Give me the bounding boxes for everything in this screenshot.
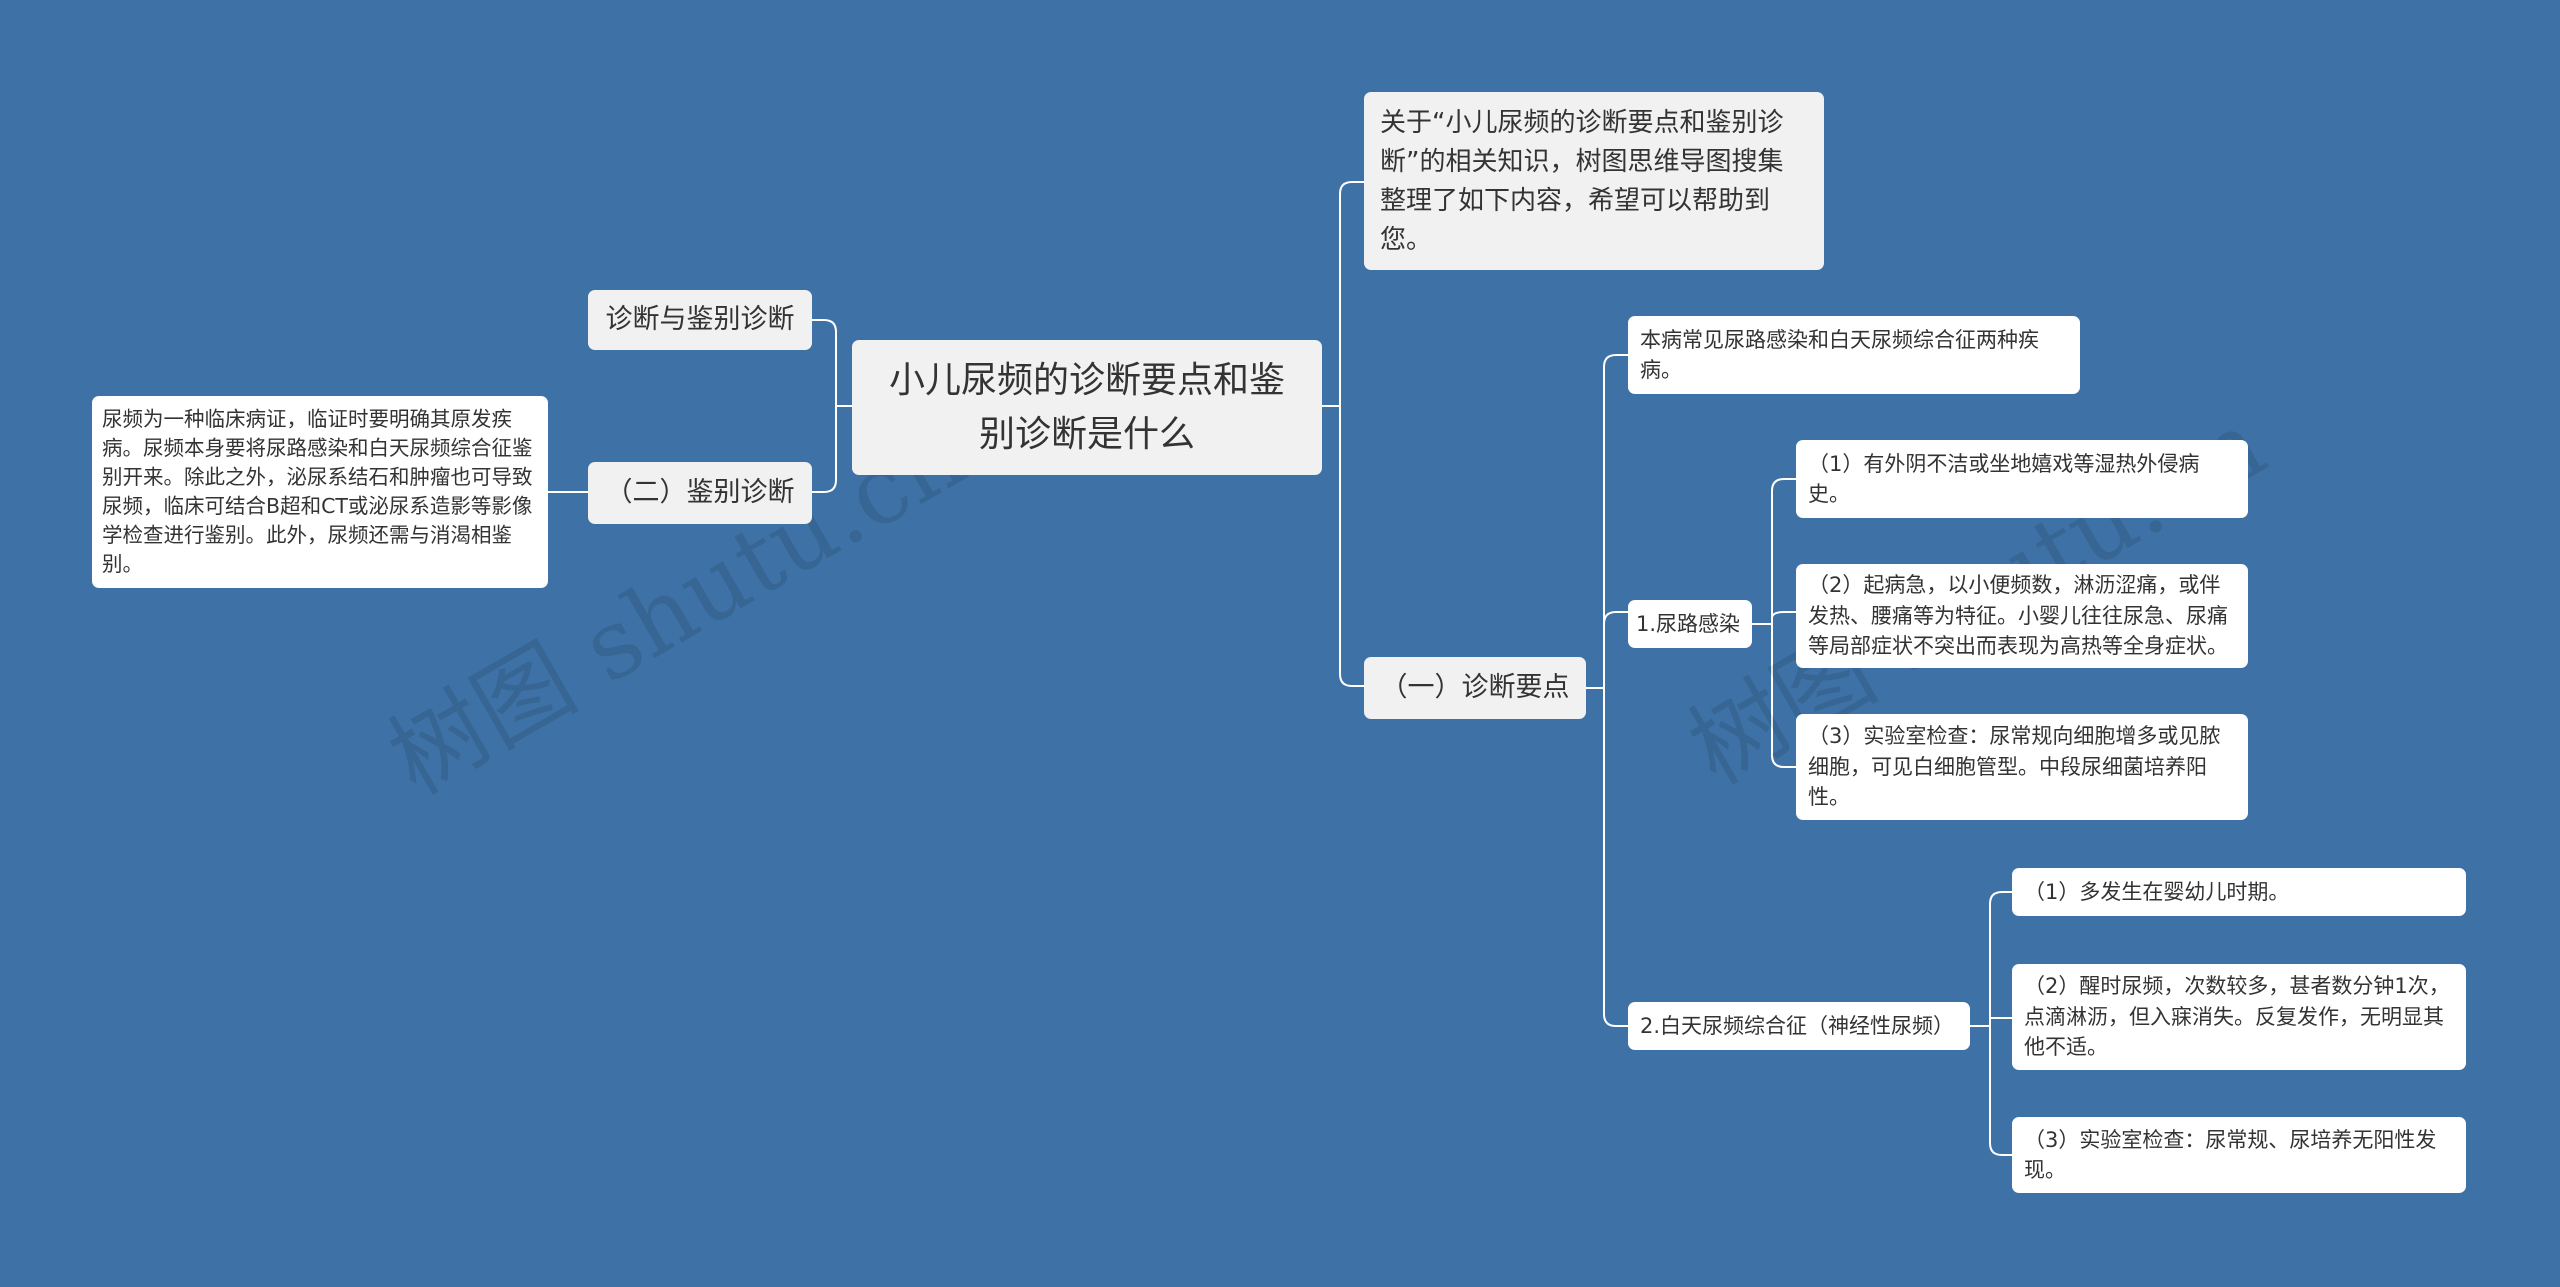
root-topic[interactable]: 小儿尿频的诊断要点和鉴别诊断是什么 xyxy=(852,340,1322,475)
leaf-text: （3）实验室检查：尿常规、尿培养无阳性发现。 xyxy=(2024,1127,2437,1182)
daytime-item[interactable]: （1）多发生在婴幼儿时期。 xyxy=(2012,868,2466,916)
daytime-item[interactable]: （2）醒时尿频，次数较多，甚者数分钟1次，点滴淋沥，但入寐消失。反复发作，无明显… xyxy=(2012,964,2466,1070)
branch-diagnosis-differential[interactable]: 诊断与鉴别诊断 xyxy=(588,290,812,350)
node-label: 2.白天尿频综合征（神经性尿频） xyxy=(1640,1013,1955,1038)
leaf-text: 本病常见尿路感染和白天尿频综合征两种疾病。 xyxy=(1640,327,2039,382)
intro-text: 关于“小儿尿频的诊断要点和鉴别诊断”的相关知识，树图思维导图搜集整理了如下内容，… xyxy=(1380,108,1784,255)
uti-item[interactable]: （2）起病急，以小便频数，淋沥涩痛，或伴发热、腰痛等为特征。小婴儿往往尿急、尿痛… xyxy=(1796,564,2248,668)
uti-node[interactable]: 1.尿路感染 xyxy=(1628,600,1752,648)
uti-item[interactable]: （3）实验室检查：尿常规向细胞增多或见脓细胞，可见白细胞管型。中段尿细菌培养阳性… xyxy=(1796,714,2248,820)
leaf-text: （1）多发生在婴幼儿时期。 xyxy=(2024,879,2290,904)
leaf-text: （2）起病急，以小便频数，淋沥涩痛，或伴发热、腰痛等为特征。小婴儿往往尿急、尿痛… xyxy=(1808,573,2228,659)
root-topic-label: 小儿尿频的诊断要点和鉴别诊断是什么 xyxy=(888,359,1285,455)
daytime-node[interactable]: 2.白天尿频综合征（神经性尿频） xyxy=(1628,1002,1970,1050)
summary-node[interactable]: 本病常见尿路感染和白天尿频综合征两种疾病。 xyxy=(1628,316,2080,394)
leaf-text: （1）有外阴不洁或坐地嬉戏等湿热外侵病史。 xyxy=(1808,451,2200,506)
left-leaf-node[interactable]: 尿频为一种临床病证，临证时要明确其原发疾病。尿频本身要将尿路感染和白天尿频综合征… xyxy=(92,396,548,588)
leaf-text: （3）实验室检查：尿常规向细胞增多或见脓细胞，可见白细胞管型。中段尿细菌培养阳性… xyxy=(1808,724,2221,810)
uti-item[interactable]: （1）有外阴不洁或坐地嬉戏等湿热外侵病史。 xyxy=(1796,440,2248,518)
leaf-text: （2）醒时尿频，次数较多，甚者数分钟1次，点滴淋沥，但入寐消失。反复发作，无明显… xyxy=(2024,974,2450,1060)
branch-diagnosis-points[interactable]: （一）诊断要点 xyxy=(1364,657,1586,719)
daytime-item[interactable]: （3）实验室检查：尿常规、尿培养无阳性发现。 xyxy=(2012,1117,2466,1193)
node-label: 1.尿路感染 xyxy=(1636,611,1741,636)
intro-node[interactable]: 关于“小儿尿频的诊断要点和鉴别诊断”的相关知识，树图思维导图搜集整理了如下内容，… xyxy=(1364,92,1824,270)
branch-label: 诊断与鉴别诊断 xyxy=(605,304,795,336)
branch-differential-diagnosis[interactable]: （二）鉴别诊断 xyxy=(588,462,812,524)
branch-label: （一）诊断要点 xyxy=(1380,672,1570,704)
leaf-text: 尿频为一种临床病证，临证时要明确其原发疾病。尿频本身要将尿路感染和白天尿频综合征… xyxy=(102,406,533,577)
branch-label: （二）鉴别诊断 xyxy=(605,477,795,509)
